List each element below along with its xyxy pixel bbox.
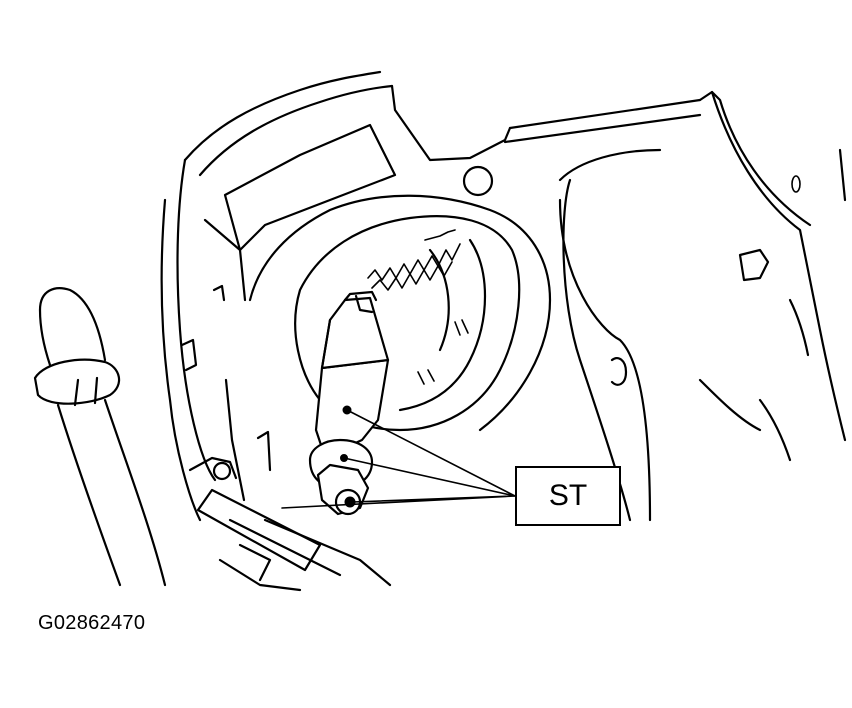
leader-lines	[281, 409, 516, 509]
engine-bay-illustration	[33, 70, 847, 592]
callout-label-box: ST	[515, 466, 621, 526]
lower-tube	[196, 488, 322, 572]
recess-band	[223, 123, 397, 252]
callout-label-text: ST	[548, 479, 588, 512]
mounting-hole	[462, 165, 494, 197]
ring-gear-teeth	[367, 243, 461, 281]
sensor-bracket	[314, 358, 390, 452]
figure-id: G02862470	[38, 612, 146, 634]
dipstick-pipe	[38, 287, 107, 362]
housing-outline	[183, 70, 382, 162]
